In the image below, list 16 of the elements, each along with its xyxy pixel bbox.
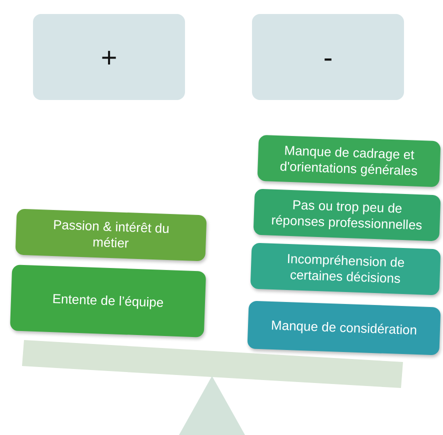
pro-factor-box xyxy=(10,264,206,338)
sign-symbol: - xyxy=(322,40,334,74)
cons-header xyxy=(252,14,404,100)
factor-label: Pas ou trop peu de réponses professionnelles xyxy=(270,196,424,234)
factor-label: Passion & intérêt du métier xyxy=(52,216,171,253)
con-factor-box xyxy=(247,300,441,356)
con-factor-box xyxy=(253,188,441,242)
pros-header xyxy=(33,14,185,100)
factor-label: Entente de l’équipe xyxy=(51,290,165,312)
sign-symbol: + xyxy=(100,40,118,74)
pro-factor-box xyxy=(15,208,207,262)
factor-label: Manque de cadrage et d'orientations générales xyxy=(278,142,419,180)
factor-label: Incompréhension de certaines décisions xyxy=(286,250,406,288)
con-factor-box xyxy=(250,242,441,296)
factor-label: Manque de considération xyxy=(270,317,418,339)
con-factor-box xyxy=(257,134,441,188)
